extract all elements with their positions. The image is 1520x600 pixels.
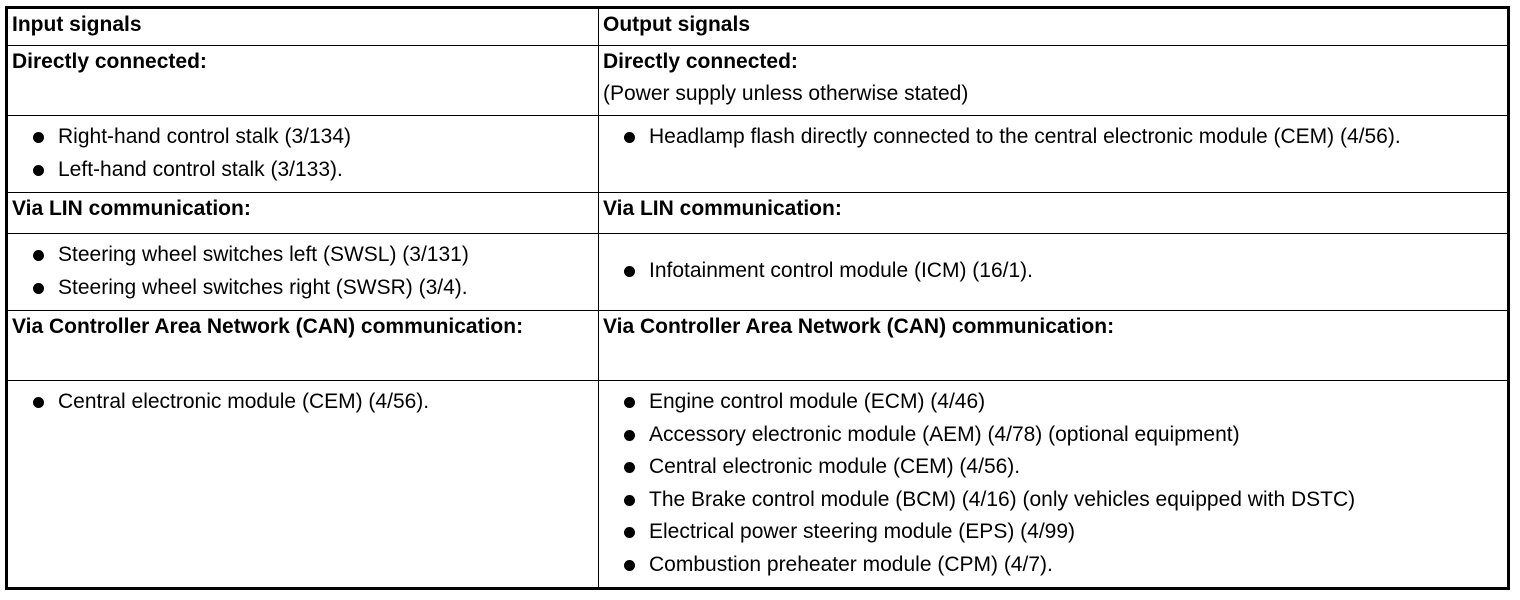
input-section-heading: Via LIN communication: <box>6 192 599 234</box>
input-items-cell: Right-hand control stalk (3/134) Left-ha… <box>6 115 599 193</box>
input-section-heading: Via Controller Area Network (CAN) commun… <box>6 310 599 381</box>
section-heading-row: Via Controller Area Network (CAN) commun… <box>6 310 1509 381</box>
input-items-list: Central electronic module (CEM) (4/56). <box>12 386 594 419</box>
output-section-heading-cell: Directly connected: (Power supply unless… <box>598 45 1509 116</box>
list-item: Electrical power steering module (EPS) (… <box>603 516 1503 549</box>
input-items-list: Right-hand control stalk (3/134) Left-ha… <box>12 121 594 186</box>
list-item: Left-hand control stalk (3/133). <box>12 154 594 187</box>
bullet-icon <box>33 250 44 261</box>
input-items-cell: Central electronic module (CEM) (4/56). <box>6 380 599 589</box>
list-item: Accessory electronic module (AEM) (4/78)… <box>603 419 1503 452</box>
signals-table: Input signals Output signals Directly co… <box>5 6 1510 590</box>
bullet-icon <box>624 132 635 143</box>
output-section-note: (Power supply unless otherwise stated) <box>603 82 969 105</box>
list-item: Engine control module (ECM) (4/46) <box>603 386 1503 419</box>
list-item: The Brake control module (BCM) (4/16) (o… <box>603 484 1503 517</box>
bullet-icon <box>624 397 635 408</box>
output-items-list: Engine control module (ECM) (4/46) Acces… <box>603 386 1503 581</box>
input-items-list: Steering wheel switches left (SWSL) (3/1… <box>12 239 594 304</box>
output-items-cell: Engine control module (ECM) (4/46) Acces… <box>598 380 1509 589</box>
bullet-icon <box>33 132 44 143</box>
input-items-cell: Steering wheel switches left (SWSL) (3/1… <box>6 233 599 311</box>
input-section-heading: Directly connected: <box>6 45 599 116</box>
list-item: Headlamp flash directly connected to the… <box>603 121 1503 154</box>
list-item: Central electronic module (CEM) (4/56). <box>12 386 594 419</box>
output-section-heading: Via Controller Area Network (CAN) commun… <box>598 310 1509 381</box>
bullet-icon <box>624 266 635 278</box>
bullet-icon <box>624 559 635 571</box>
output-items-cell: Headlamp flash directly connected to the… <box>598 115 1509 193</box>
output-signals-header: Output signals <box>598 7 1509 46</box>
bullet-icon <box>624 462 635 473</box>
list-item: Right-hand control stalk (3/134) <box>12 121 594 154</box>
section-heading-row: Via LIN communication: Via LIN communica… <box>6 192 1509 234</box>
section-heading-row: Directly connected: Directly connected: … <box>6 45 1509 116</box>
bullet-icon <box>624 494 635 506</box>
output-section-heading: Directly connected: <box>603 50 798 73</box>
bullet-icon <box>33 164 44 176</box>
output-items-cell: Infotainment control module (ICM) (16/1)… <box>598 233 1509 311</box>
list-item: Steering wheel switches right (SWSR) (3/… <box>12 272 594 305</box>
section-items-row: Right-hand control stalk (3/134) Left-ha… <box>6 115 1509 193</box>
section-items-row: Steering wheel switches left (SWSL) (3/1… <box>6 233 1509 311</box>
list-item: Combustion preheater module (CPM) (4/7). <box>603 549 1503 582</box>
list-item: Infotainment control module (ICM) (16/1)… <box>603 255 1503 288</box>
output-items-list: Infotainment control module (ICM) (16/1)… <box>603 255 1503 288</box>
header-row: Input signals Output signals <box>6 7 1509 46</box>
list-item: Central electronic module (CEM) (4/56). <box>603 451 1503 484</box>
output-section-heading: Via LIN communication: <box>598 192 1509 234</box>
bullet-icon <box>33 282 44 294</box>
input-signals-header: Input signals <box>6 7 599 46</box>
list-item: Steering wheel switches left (SWSL) (3/1… <box>12 239 594 272</box>
bullet-icon <box>624 429 635 441</box>
section-items-row: Central electronic module (CEM) (4/56). … <box>6 380 1509 589</box>
bullet-icon <box>624 527 635 538</box>
bullet-icon <box>33 397 44 408</box>
output-items-list: Headlamp flash directly connected to the… <box>603 121 1503 154</box>
